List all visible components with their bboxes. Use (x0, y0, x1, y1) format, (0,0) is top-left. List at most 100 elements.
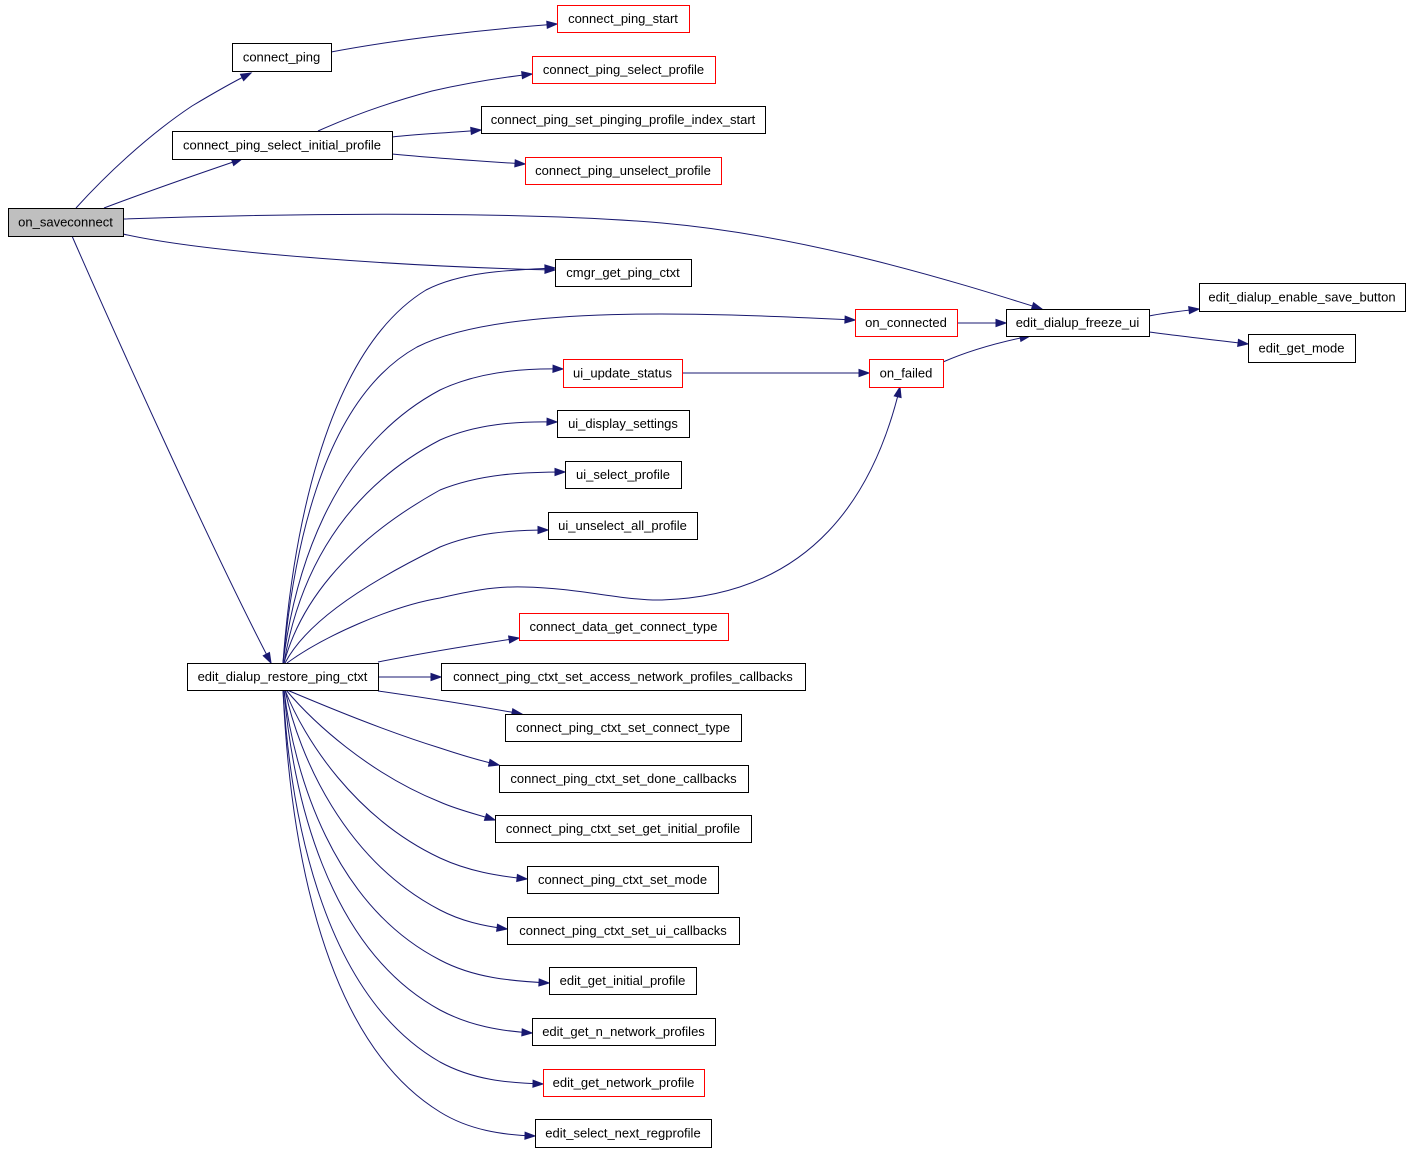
edge-line (282, 368, 564, 664)
edge-line (317, 73, 533, 132)
node-box[interactable] (1006, 309, 1150, 337)
node-box[interactable] (441, 663, 806, 691)
node-label: edit_dialup_restore_ping_ctxt (198, 669, 368, 684)
node-connect_ping_ctxt_set_connect_type[interactable]: connect_ping_ctxt_set_connect_type (505, 714, 742, 742)
node-box[interactable] (555, 259, 692, 287)
node-box[interactable] (563, 359, 683, 388)
node-connect_ping_set_pinging_profile_index_start[interactable]: connect_ping_set_pinging_profile_index_s… (481, 106, 766, 134)
edge-on_saveconnect-to-connect_ping (75, 72, 253, 209)
node-box[interactable] (232, 43, 332, 72)
edge-edit_dialup_freeze_ui-to-edit_get_mode (1148, 331, 1250, 347)
node-box[interactable] (495, 815, 752, 843)
node-box[interactable] (172, 131, 393, 160)
node-label: edit_get_network_profile (553, 1075, 695, 1090)
node-connect_ping_start[interactable]: connect_ping_start (557, 5, 690, 33)
arrow-head-icon (893, 385, 902, 399)
node-label: on_connected (865, 315, 947, 330)
node-edit_get_network_profile[interactable]: edit_get_network_profile (543, 1069, 705, 1097)
node-box[interactable] (525, 157, 722, 185)
node-box[interactable] (535, 1119, 712, 1148)
arrow-head-icon (239, 72, 253, 82)
node-box[interactable] (8, 208, 124, 237)
node-label: ui_update_status (573, 366, 673, 381)
node-cmgr_get_ping_ctxt[interactable]: cmgr_get_ping_ctxt (555, 259, 692, 287)
node-box[interactable] (1199, 283, 1406, 312)
node-connect_ping_select_initial_profile[interactable]: connect_ping_select_initial_profile (172, 131, 393, 160)
edge-edit_dialup_restore_ping_ctxt-to-edit_select_next_regprofile (282, 689, 537, 1140)
node-on_saveconnect[interactable]: on_saveconnect (8, 208, 124, 237)
node-box[interactable] (507, 917, 740, 945)
node-box[interactable] (557, 410, 690, 438)
edge-line (283, 471, 566, 664)
node-label: edit_dialup_freeze_ui (1016, 315, 1140, 330)
arrow-head-icon (844, 315, 857, 324)
arrow-head-icon (532, 1079, 545, 1088)
node-connect_ping[interactable]: connect_ping (232, 43, 332, 72)
edge-on_connected-to-edit_dialup_freeze_ui (957, 318, 1008, 328)
node-box[interactable] (543, 1069, 705, 1097)
node-box[interactable] (519, 613, 729, 641)
edge-connect_ping_select_initial_profile-to-connect_ping_unselect_profile (391, 153, 527, 168)
edge-connect_ping_select_initial_profile-to-connect_ping_set_pinging_profile_index_start (391, 126, 483, 138)
node-edit_get_mode[interactable]: edit_get_mode (1248, 334, 1356, 363)
node-box[interactable] (549, 967, 697, 995)
node-connect_ping_ctxt_set_get_initial_profile[interactable]: connect_ping_ctxt_set_get_initial_profil… (495, 815, 752, 843)
node-box[interactable] (869, 359, 944, 388)
node-edit_dialup_restore_ping_ctxt[interactable]: edit_dialup_restore_ping_ctxt (187, 663, 379, 691)
node-box[interactable] (548, 512, 698, 540)
node-box[interactable] (1248, 334, 1356, 363)
edge-line (942, 335, 1031, 363)
edge-line (391, 153, 526, 165)
edge-line (282, 313, 856, 664)
node-connect_ping_ctxt_set_done_callbacks[interactable]: connect_ping_ctxt_set_done_callbacks (499, 765, 749, 793)
node-box[interactable] (481, 106, 766, 134)
node-layer: on_saveconnect connect_ping connect_ping_s… (8, 5, 1406, 1148)
node-box[interactable] (565, 461, 682, 489)
arrow-head-icon (858, 368, 871, 378)
node-connect_ping_ctxt_set_mode[interactable]: connect_ping_ctxt_set_mode (527, 866, 719, 894)
node-edit_dialup_freeze_ui[interactable]: edit_dialup_freeze_ui (1006, 309, 1150, 337)
arrow-head-icon (507, 635, 521, 644)
arrow-head-icon (546, 20, 559, 29)
node-connect_data_get_connect_type[interactable]: connect_data_get_connect_type (519, 613, 729, 641)
node-edit_dialup_enable_save_button[interactable]: edit_dialup_enable_save_button (1199, 283, 1406, 312)
node-label: connect_ping_ctxt_set_access_network_pro… (453, 669, 793, 684)
node-edit_get_n_network_profiles[interactable]: edit_get_n_network_profiles (532, 1018, 716, 1046)
edge-edit_dialup_restore_ping_ctxt-to-connect_ping_ctxt_set_mode (284, 689, 529, 883)
arrow-head-icon (544, 264, 557, 273)
edge-edit_dialup_restore_ping_ctxt-to-connect_ping_ctxt_set_ui_callbacks (284, 689, 509, 932)
node-box[interactable] (532, 56, 716, 84)
node-box[interactable] (187, 663, 379, 691)
edge-on_failed-to-edit_dialup_freeze_ui (942, 333, 1032, 363)
node-box[interactable] (855, 309, 958, 337)
node-box[interactable] (557, 5, 690, 33)
node-box[interactable] (527, 866, 719, 894)
node-connect_ping_ctxt_set_access_network_profiles_callbacks[interactable]: connect_ping_ctxt_set_access_network_pro… (441, 663, 806, 691)
edge-edit_dialup_restore_ping_ctxt-to-connect_ping_ctxt_set_get_initial_profile (285, 689, 497, 821)
node-ui_update_status[interactable]: ui_update_status (563, 359, 683, 388)
edge-line (282, 689, 536, 1137)
edge-line (284, 689, 528, 880)
node-connect_ping_unselect_profile[interactable]: connect_ping_unselect_profile (525, 157, 722, 185)
node-edit_get_initial_profile[interactable]: edit_get_initial_profile (549, 967, 697, 995)
node-box[interactable] (532, 1018, 716, 1046)
node-label: edit_get_n_network_profiles (542, 1024, 705, 1039)
node-ui_unselect_all_profile[interactable]: ui_unselect_all_profile (548, 512, 698, 540)
node-on_failed[interactable]: on_failed (869, 359, 944, 388)
node-connect_ping_select_profile[interactable]: connect_ping_select_profile (532, 56, 716, 84)
edge-ui_update_status-to-on_failed (682, 368, 871, 378)
node-connect_ping_ctxt_set_ui_callbacks[interactable]: connect_ping_ctxt_set_ui_callbacks (507, 917, 740, 945)
edge-line (285, 689, 496, 821)
edge-line (284, 529, 549, 664)
node-edit_select_next_regprofile[interactable]: edit_select_next_regprofile (535, 1119, 712, 1148)
node-ui_display_settings[interactable]: ui_display_settings (557, 410, 690, 438)
node-box[interactable] (499, 765, 749, 793)
edge-on_saveconnect-to-cmgr_get_ping_ctxt (122, 233, 557, 274)
node-box[interactable] (505, 714, 742, 742)
node-ui_select_profile[interactable]: ui_select_profile (565, 461, 682, 489)
node-on_connected[interactable]: on_connected (855, 309, 958, 337)
arrow-head-icon (546, 417, 559, 426)
arrow-head-icon (496, 923, 509, 932)
